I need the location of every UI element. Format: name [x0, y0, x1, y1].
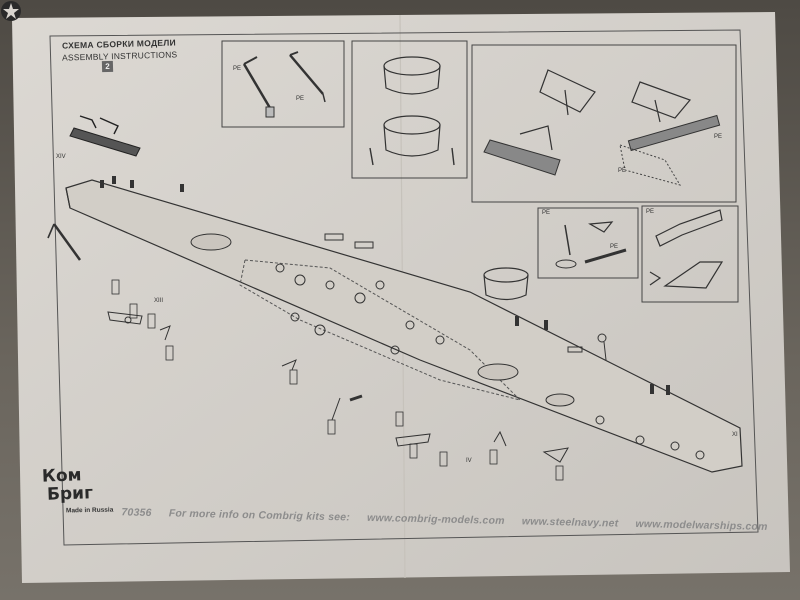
footer-link-modelwarships[interactable]: www.modelwarships.com — [635, 517, 768, 533]
inset-rails — [641, 205, 739, 303]
label-xiv: XIV — [56, 154, 66, 160]
label-xiii: XIII — [154, 298, 164, 304]
footer-link-steelnavy[interactable]: www.steelnavy.net — [521, 515, 619, 530]
label-iv: IV — [466, 458, 472, 464]
label-pe-3: PE — [542, 210, 551, 216]
footer-info: For more info on Combrig kits see: — [168, 507, 351, 524]
label-pe-2: PE — [296, 96, 305, 102]
boom-left — [47, 223, 82, 261]
label-pe-4: PE — [610, 244, 619, 250]
brand-star-icon — [1, 1, 21, 21]
label-pe-5: PE — [646, 209, 655, 215]
label-pe-6: PE — [714, 134, 723, 140]
label-pe-1: PE — [233, 66, 242, 72]
funnel-ring-mid — [483, 267, 529, 301]
inset-boats — [537, 207, 639, 279]
pe-crane-aft — [69, 115, 141, 157]
inset-rings — [351, 40, 468, 179]
label-pe-7: PE — [618, 168, 627, 174]
part-number-boxes — [111, 279, 564, 481]
kit-number: 70356 — [121, 506, 152, 519]
page-border — [49, 29, 759, 546]
inset-seaplanes — [471, 44, 737, 203]
deck-plan — [65, 176, 743, 473]
inset-pe-cranes — [221, 40, 345, 128]
footer-text: 70356 For more info on Combrig kits see:… — [121, 506, 767, 533]
pe-strip-left — [107, 311, 607, 463]
footer-link-combrig[interactable]: www.combrig-models.com — [366, 511, 505, 528]
label-xi: XI — [732, 432, 738, 438]
step-badge: 2 — [101, 60, 114, 73]
